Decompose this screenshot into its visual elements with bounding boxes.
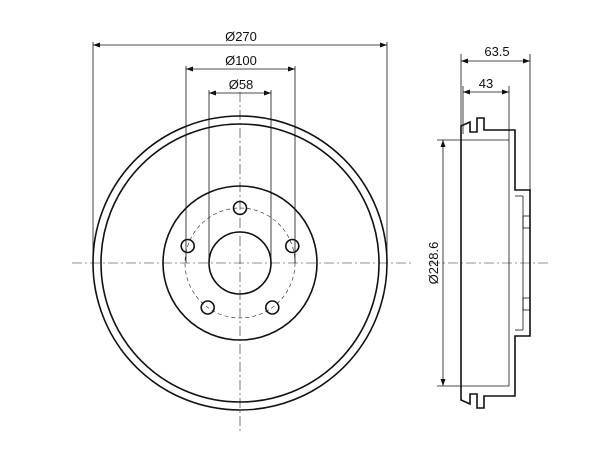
bolt-hole [264,300,280,315]
bolt-circle-dimension: Ø100 [185,53,296,263]
bolt-hole [200,300,215,315]
front-view: Ø270 Ø100 Ø58 [72,29,412,432]
hub-depth-label: 43 [479,76,493,91]
bolt-hole-section-lower [522,297,531,311]
outer-diameter-dimension: Ø270 [92,29,388,263]
braking-diameter-dimension: Ø228.6 [426,139,463,387]
bolt-hole [232,200,248,216]
overall-width-label: 63.5 [484,44,509,59]
center-bore-label: Ø58 [229,77,254,92]
center-bore-dimension: Ø58 [208,77,272,263]
bolt-hole [284,238,300,254]
bolt-circle-label: Ø100 [225,53,257,68]
braking-diameter-label: Ø228.6 [426,242,441,285]
bolt-holes [180,200,300,315]
drum-inner-rim [100,123,380,403]
bolt-hole-section-upper [522,215,531,229]
outer-diameter-label: Ø270 [225,29,257,44]
overall-width-dimension: 63.5 [460,44,531,190]
drum-profile [460,117,531,409]
side-view: 63.5 43 Ø228.6 [426,44,548,409]
bolt-hole [180,238,195,254]
hub-flange [162,185,318,341]
hub-depth-dimension: 43 [462,76,510,140]
